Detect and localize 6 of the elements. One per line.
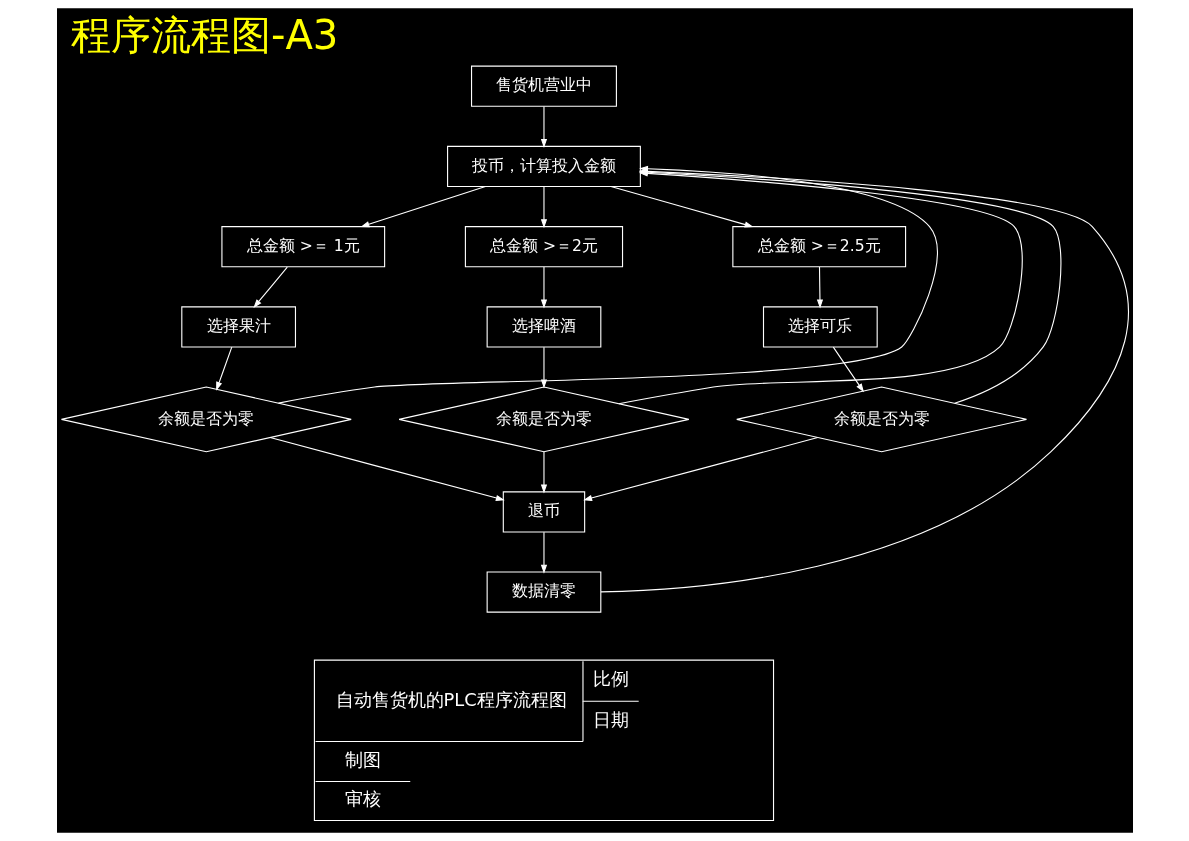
label: 审核	[344, 787, 381, 809]
label: 制图	[344, 748, 381, 770]
diagram-title: 程序流程图-A3	[70, 12, 338, 59]
label: 自动售货机的PLC程序流程图	[335, 688, 567, 710]
label: 日期	[592, 708, 629, 730]
label: 比例	[592, 668, 629, 690]
